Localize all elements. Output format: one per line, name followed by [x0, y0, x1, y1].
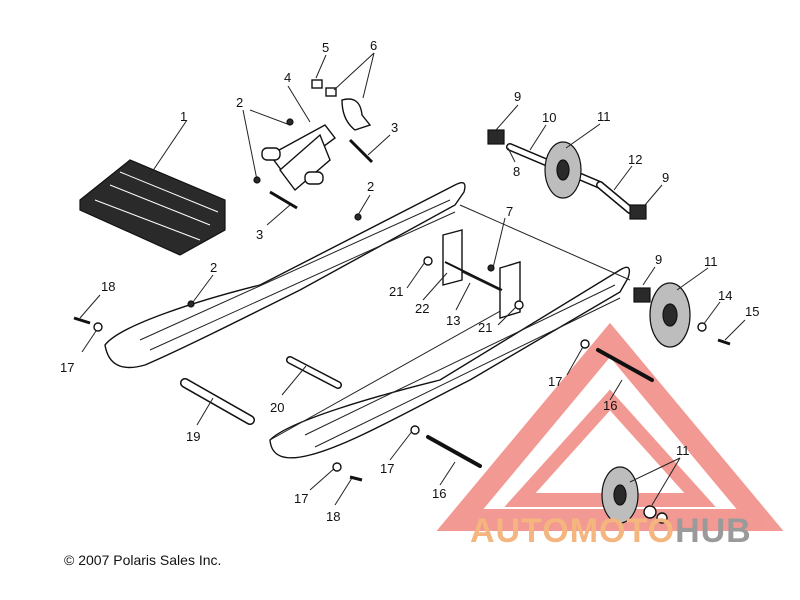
fasteners	[73, 118, 731, 482]
callout-11: 11	[704, 254, 718, 269]
callout-16: 16	[432, 486, 446, 501]
wear-strip	[79, 159, 226, 256]
callout-22: 22	[415, 301, 429, 316]
watermark-text-a: AUTOMOTO	[470, 512, 676, 550]
idler-wheel-right	[633, 282, 691, 348]
callout-7: 7	[506, 204, 513, 219]
callout-9: 9	[662, 170, 669, 185]
callout-2: 2	[236, 95, 243, 110]
cross-shafts	[180, 204, 654, 468]
callout-16: 16	[603, 398, 617, 413]
rear-axle	[487, 129, 647, 220]
callout-1: 1	[180, 109, 187, 124]
callout-17: 17	[294, 491, 308, 506]
callout-18: 18	[101, 279, 115, 294]
copyright-notice: © 2007 Polaris Sales Inc.	[64, 552, 222, 568]
callout-17: 17	[380, 461, 394, 476]
callout-9: 9	[655, 252, 662, 267]
callout-17: 17	[548, 374, 562, 389]
idler-wheel-lower	[601, 466, 668, 524]
callout-6: 6	[370, 38, 377, 53]
watermark-text-b: HUB	[675, 512, 752, 550]
callout-labels: 1 2 2 2 3 3 4 5 6 7 8 9 9 9 10 11 11 11 …	[60, 38, 759, 524]
callout-10: 10	[542, 110, 556, 125]
callout-14: 14	[718, 288, 732, 303]
callout-11: 11	[676, 443, 690, 458]
callout-2: 2	[210, 260, 217, 275]
callout-20: 20	[270, 400, 284, 415]
callout-13: 13	[446, 313, 460, 328]
callout-3: 3	[256, 227, 263, 242]
watermark-text: AUTOMOTOHUB	[470, 512, 752, 551]
callout-21: 21	[389, 284, 403, 299]
callout-5: 5	[322, 40, 329, 55]
callout-8: 8	[513, 164, 520, 179]
callout-15: 15	[745, 304, 759, 319]
callout-18: 18	[326, 509, 340, 524]
torque-arm	[261, 79, 374, 210]
bracket-22	[442, 229, 521, 319]
left-rail	[104, 182, 466, 369]
callout-3: 3	[391, 120, 398, 135]
callout-12: 12	[628, 152, 642, 167]
leader-lines	[79, 52, 746, 506]
callout-9: 9	[514, 89, 521, 104]
callout-2: 2	[367, 179, 374, 194]
callout-11: 11	[597, 109, 611, 124]
callout-19: 19	[186, 429, 200, 444]
callout-4: 4	[284, 70, 291, 85]
callout-17: 17	[60, 360, 74, 375]
right-rail	[269, 266, 631, 459]
callout-21: 21	[478, 320, 492, 335]
